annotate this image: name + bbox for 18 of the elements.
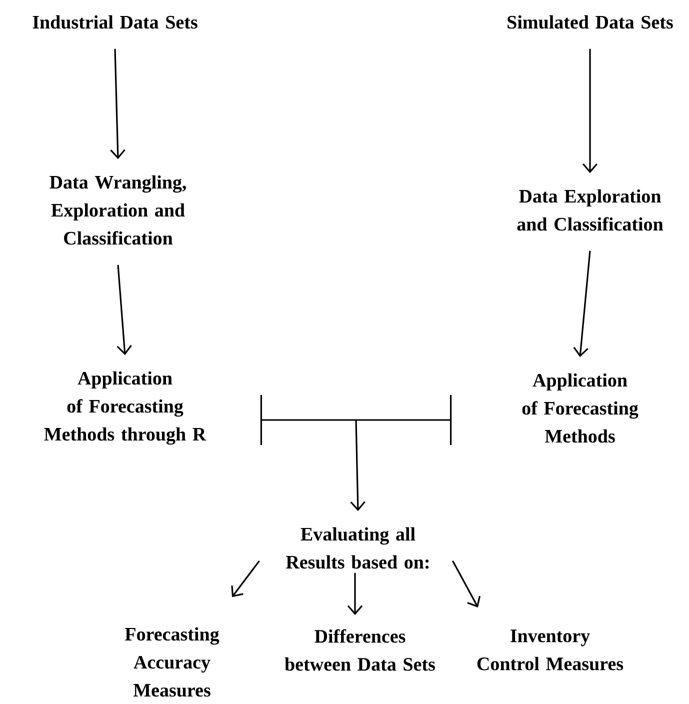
text-label: Differences between Data Sets (284, 629, 435, 671)
text-label: Application of Forecasting Methods (522, 373, 638, 443)
arrow (116, 264, 132, 356)
arrow (110, 48, 126, 160)
text-label: Industrial Data Sets (32, 15, 198, 29)
arrow (573, 250, 591, 358)
arrow (452, 560, 481, 608)
text-label: Simulated Data Sets (508, 15, 673, 29)
text-label: Application of Forecasting Methods through R (44, 371, 206, 445)
arrow (347, 572, 363, 616)
arrow (231, 560, 260, 598)
bracket-arrow (260, 394, 452, 512)
text-label: Forecasting Accuracy Measures (125, 627, 220, 697)
text-label: Data Exploration and Classification (517, 189, 664, 231)
arrow (582, 48, 598, 174)
text-label: Inventory Control Measures (477, 630, 624, 670)
text-label: Evaluating all Results based on: (286, 527, 429, 569)
text-label: Data Wrangling, Exploration and Classification (50, 175, 186, 245)
